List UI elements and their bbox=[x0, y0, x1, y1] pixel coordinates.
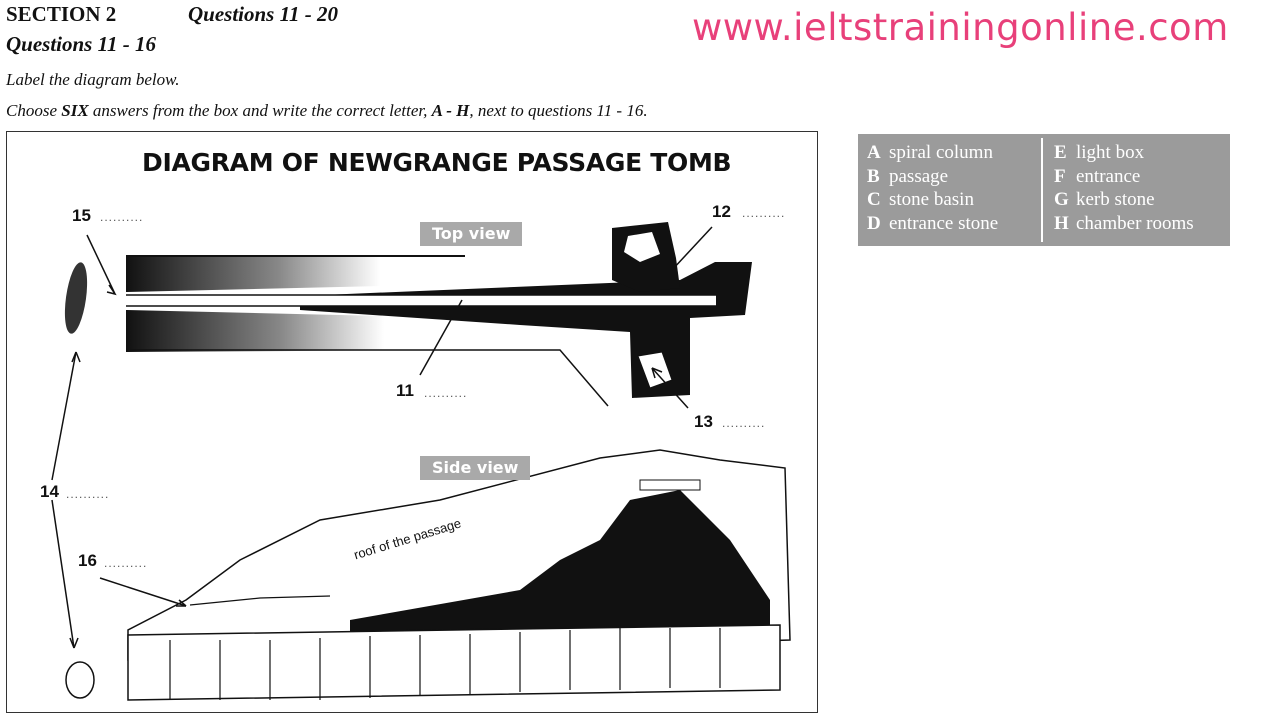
option-text: stone basin bbox=[889, 189, 974, 210]
option-text: entrance bbox=[1076, 165, 1141, 187]
top-view-label: Top view bbox=[420, 222, 523, 246]
option-letter: F bbox=[1054, 165, 1066, 187]
option-letter: A bbox=[867, 142, 881, 163]
question-12-label: 12 bbox=[712, 202, 731, 221]
pointer-lines bbox=[51, 226, 713, 649]
instruction-label-diagram: Label the diagram below. bbox=[6, 70, 180, 89]
question-13-label: 13 bbox=[694, 412, 713, 431]
diagram-frame bbox=[6, 131, 818, 713]
question-15-label: 15 bbox=[72, 206, 91, 225]
option-letter: C bbox=[867, 189, 881, 210]
question-15-blank[interactable]: .......... bbox=[100, 210, 144, 224]
question-11-label: 11 bbox=[396, 381, 414, 400]
instruction-suffix: , next to questions 11 - 16. bbox=[469, 101, 648, 120]
option-text: passage bbox=[889, 165, 949, 187]
question-14-label: 14 bbox=[40, 482, 59, 501]
option-text: light box bbox=[1076, 142, 1145, 163]
diagram-title: DIAGRAM OF NEWGRANGE PASSAGE TOMB bbox=[142, 148, 732, 177]
option-letter: E bbox=[1054, 142, 1067, 163]
option-letter: D bbox=[867, 212, 881, 234]
question-12-blank[interactable]: .......... bbox=[742, 206, 786, 220]
questions-subrange: Questions 11 - 16 bbox=[6, 32, 156, 56]
instruction-letters: A - H bbox=[431, 101, 470, 120]
question-13-blank[interactable]: .......... bbox=[722, 416, 766, 430]
question-16-label: 16 bbox=[78, 551, 97, 570]
option-text: entrance stone bbox=[889, 212, 999, 234]
option-letter: H bbox=[1054, 212, 1069, 234]
option-letter: B bbox=[867, 165, 880, 187]
option-text: spiral column bbox=[889, 142, 993, 163]
option-letter: G bbox=[1054, 189, 1069, 210]
options-divider bbox=[1041, 138, 1043, 242]
questions-range: Questions 11 - 20 bbox=[188, 2, 338, 26]
instruction-six: SIX bbox=[61, 101, 89, 120]
top-view-drawing bbox=[64, 222, 752, 699]
option-text: chamber rooms bbox=[1076, 212, 1194, 234]
instruction-prefix: Choose bbox=[6, 101, 62, 120]
section-heading: SECTION 2 bbox=[6, 2, 117, 26]
question-14-blank[interactable]: .......... bbox=[66, 487, 110, 501]
side-view-label: Side view bbox=[420, 456, 531, 480]
question-16-blank[interactable]: .......... bbox=[104, 556, 148, 570]
option-text: kerb stone bbox=[1076, 189, 1155, 210]
question-11-blank[interactable]: .......... bbox=[424, 386, 468, 400]
instruction-choose: Choose SIX answers from the box and writ… bbox=[6, 101, 648, 121]
instruction-mid: answers from the box and write the corre… bbox=[88, 101, 432, 120]
website-watermark: www.ieltstrainingonline.com bbox=[692, 6, 1229, 49]
side-view-drawing bbox=[127, 449, 791, 701]
